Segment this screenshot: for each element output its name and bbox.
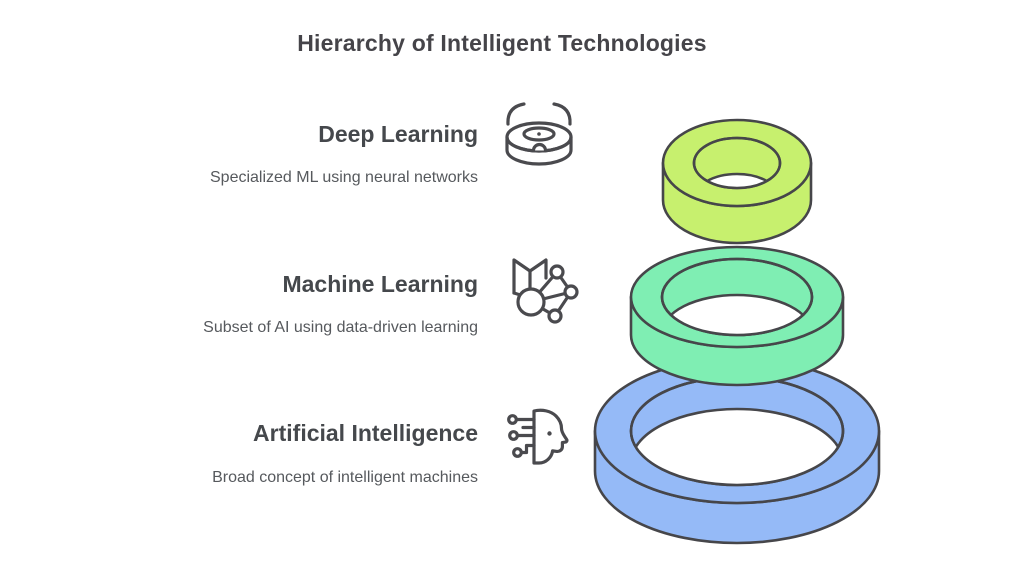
section-description-machine-learning: Subset of AI using data-driven learning: [203, 319, 478, 336]
section-heading-machine-learning: Machine Learning: [282, 271, 478, 297]
network-node-top: [549, 264, 565, 280]
ring-deep-learning: [661, 118, 813, 245]
ring-machine-learning: [629, 245, 845, 387]
ring-dl-hole-rim: [692, 136, 782, 190]
circuit-line-4: [519, 443, 536, 455]
network-node-bottom: [547, 308, 563, 324]
signal-wave-left: [506, 102, 526, 126]
head-eye-dot: [547, 431, 552, 436]
ring-ai-hole-opening: [631, 407, 843, 485]
robot-body-top: [505, 121, 573, 153]
ring-ml-hole-rim: [660, 257, 814, 337]
section-heading-artificial-intelligence: Artificial Intelligence: [253, 420, 478, 446]
head-profile: [532, 408, 569, 465]
circuit-node-2: [508, 430, 519, 441]
robot-front-bumper: [531, 142, 548, 153]
circuit-node-1: [507, 414, 518, 425]
ring-artificial-intelligence: [593, 357, 881, 545]
book-network-icon: [512, 258, 579, 324]
network-hub-node: [516, 287, 546, 317]
network-node-right: [563, 284, 579, 300]
signal-wave-right: [552, 102, 572, 126]
circuit-node-3: [512, 447, 523, 458]
section-description-deep-learning: Specialized ML using neural networks: [210, 169, 478, 186]
ai-head-icon: [507, 408, 569, 465]
section-description-artificial-intelligence: Broad concept of intelligent machines: [212, 469, 478, 486]
ring-ml-hole-opening: [662, 293, 812, 335]
robot-inner-ring: [522, 126, 556, 142]
page-title: Hierarchy of Intelligent Technologies: [297, 30, 707, 56]
section-heading-deep-learning: Deep Learning: [318, 121, 478, 147]
robot-center-dot: [537, 132, 541, 136]
robot-vacuum-icon: [505, 102, 573, 166]
